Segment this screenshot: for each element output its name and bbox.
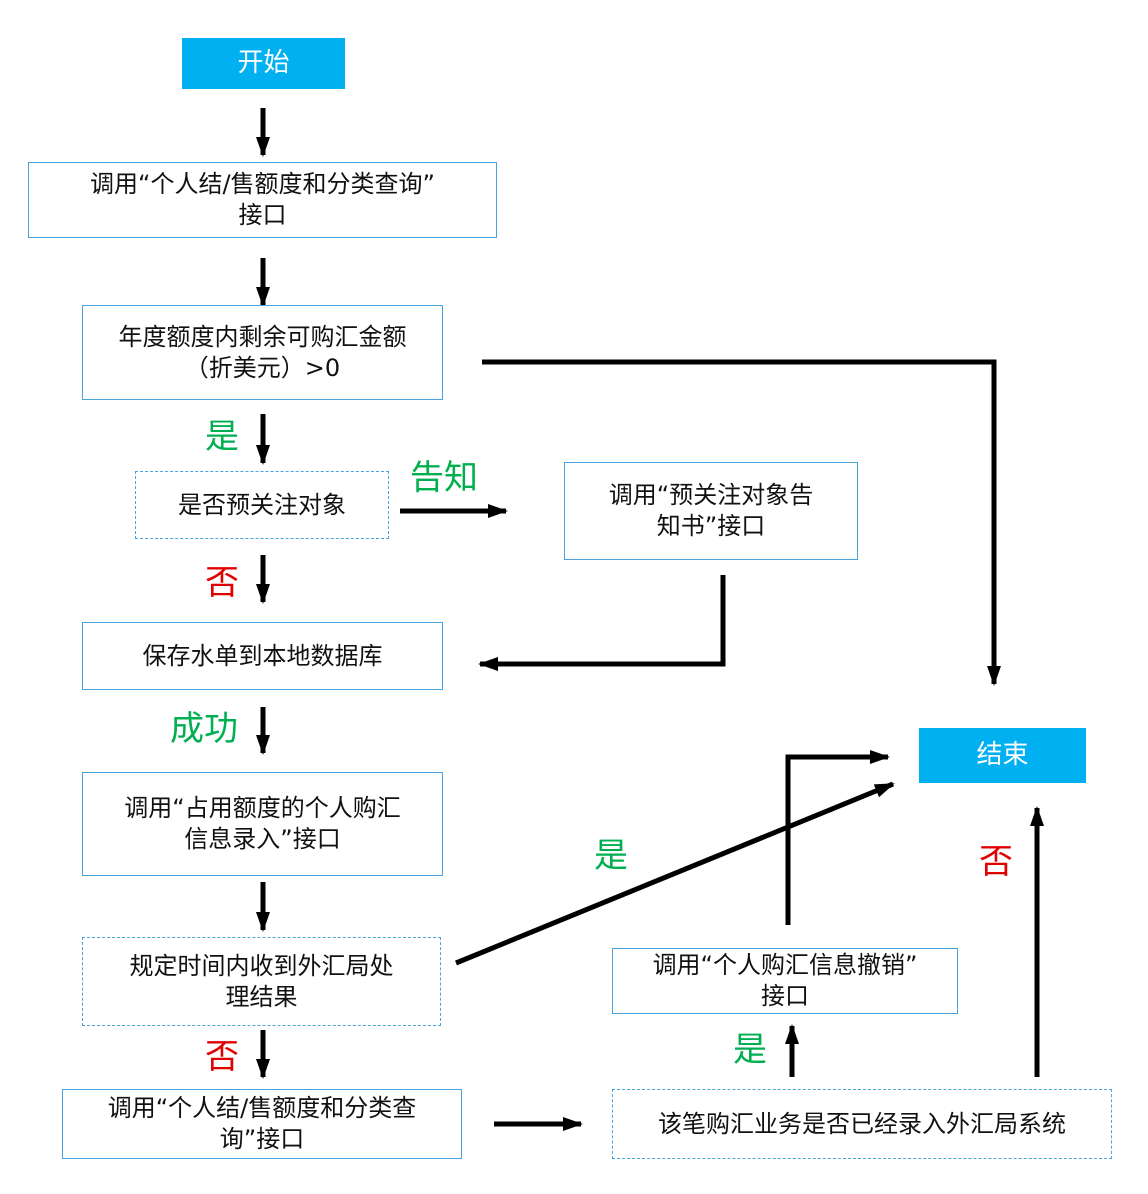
pre-watch-decision-label: 是否预关注对象: [178, 490, 346, 519]
start-node: 开始: [182, 38, 345, 89]
pre-watch-notice-line-1: 调用“预关注对象告: [608, 481, 814, 509]
quota-query-box-1: 调用“个人结/售额度和分类查询” 接口: [28, 162, 497, 238]
pre-watch-notice-line-2: 知书”接口: [656, 512, 766, 540]
revoke-purchase-box: 调用“个人购汇信息撤销” 接口: [612, 948, 958, 1014]
record-purchase-line-1: 调用“占用额度的个人购汇: [124, 794, 401, 822]
remaining-amount-box: 年度额度内剩余可购汇金额 （折美元）>0: [82, 305, 443, 400]
no-label-watch: 否: [205, 563, 239, 603]
save-receipt-box: 保存水单到本地数据库: [82, 622, 443, 690]
pre-watch-decision-box: 是否预关注对象: [135, 471, 389, 539]
result-decision-line-1: 规定时间内收到外汇局处: [129, 951, 394, 980]
yes-label-result: 是: [594, 836, 628, 876]
revoke-purchase-line-1: 调用“个人购汇信息撤销”: [652, 951, 918, 979]
success-label: 成功: [170, 709, 238, 749]
record-purchase-line-2: 信息录入”接口: [184, 825, 341, 853]
arrow-notice-to-save: [478, 575, 726, 671]
arrow-revoke-to-end: [785, 750, 890, 925]
remaining-amount-line-2: （折美元）>0: [184, 353, 341, 382]
result-decision-line-2: 理结果: [225, 982, 298, 1011]
yes-label-remaining: 是: [205, 417, 239, 457]
end-node: 结束: [919, 728, 1086, 783]
record-purchase-box: 调用“占用额度的个人购汇 信息录入”接口: [82, 772, 443, 876]
pre-watch-notice-box: 调用“预关注对象告 知书”接口: [564, 462, 858, 560]
result-decision-box: 规定时间内收到外汇局处 理结果: [82, 937, 441, 1026]
quota-query-1-line-1: 调用“个人结/售额度和分类查询”: [90, 170, 435, 198]
quota-query-2-line-2: 询”接口: [219, 1125, 305, 1153]
yes-label-entered: 是: [733, 1030, 767, 1070]
quota-query-1-line-2: 接口: [238, 201, 287, 229]
no-label-entered: 否: [979, 842, 1013, 882]
quota-query-box-2: 调用“个人结/售额度和分类查 询”接口: [62, 1089, 462, 1159]
no-label-result: 否: [205, 1037, 239, 1077]
quota-query-2-line-1: 调用“个人结/售额度和分类查: [107, 1094, 417, 1122]
arrow-result-to-end: [455, 781, 895, 966]
arrow-remaining-to-end: [482, 359, 1001, 686]
entered-decision-box: 该笔购汇业务是否已经录入外汇局系统: [612, 1089, 1112, 1159]
entered-decision-label: 该笔购汇业务是否已经录入外汇局系统: [658, 1109, 1066, 1138]
start-node-label: 开始: [237, 48, 290, 78]
notify-label: 告知: [410, 458, 478, 498]
revoke-purchase-line-2: 接口: [761, 982, 809, 1010]
save-receipt-label: 保存水单到本地数据库: [142, 641, 383, 670]
remaining-amount-line-1: 年度额度内剩余可购汇金额: [118, 322, 407, 351]
end-node-label: 结束: [976, 740, 1029, 770]
